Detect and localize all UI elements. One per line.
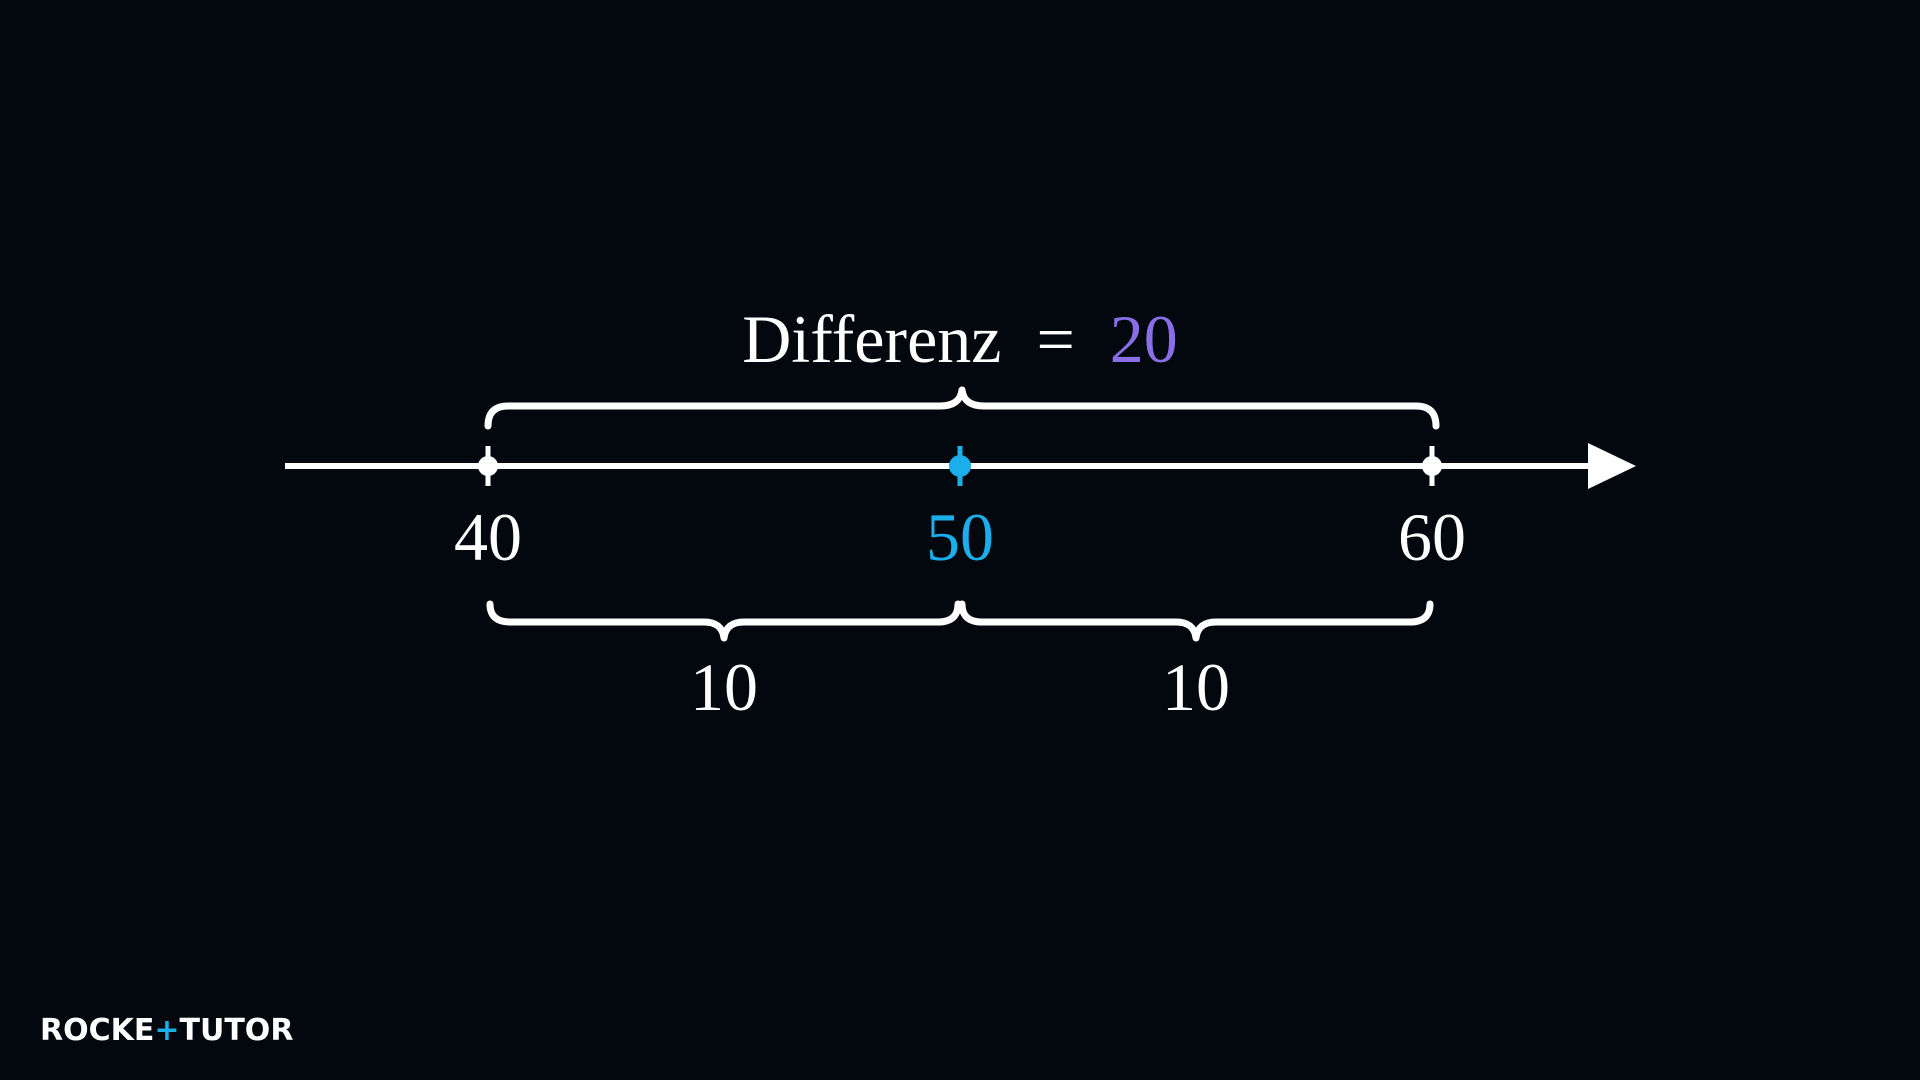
bottom-brace-right [958,600,1434,642]
top-brace [484,386,1440,430]
tick-40 [478,446,498,486]
equals-sign: = [1036,301,1074,377]
logo-part-3: R [270,1013,293,1048]
segment-label-right: 10 [1162,649,1230,725]
point-40 [478,456,498,476]
difference-value: 20 [1110,301,1178,377]
axis-arrow-head [1588,443,1636,489]
tick-60 [1422,446,1442,486]
logo-part-2: TUTO [180,1013,271,1048]
segment-label-left: 10 [690,649,758,725]
bottom-brace-left [486,600,962,642]
logo-plus: + [154,1013,179,1048]
difference-word: Differenz [742,301,1001,377]
point-50 [949,455,971,477]
rockettutor-logo: ROCKE+TUTOR [40,1013,293,1048]
difference-title: Differenz = 20 [742,301,1178,377]
tick-label-40: 40 [454,499,522,575]
tick-label-60: 60 [1398,499,1466,575]
logo-part-1: ROCKE [40,1013,154,1048]
tick-label-50: 50 [926,499,994,575]
tick-50 [949,446,971,486]
point-60 [1422,456,1442,476]
